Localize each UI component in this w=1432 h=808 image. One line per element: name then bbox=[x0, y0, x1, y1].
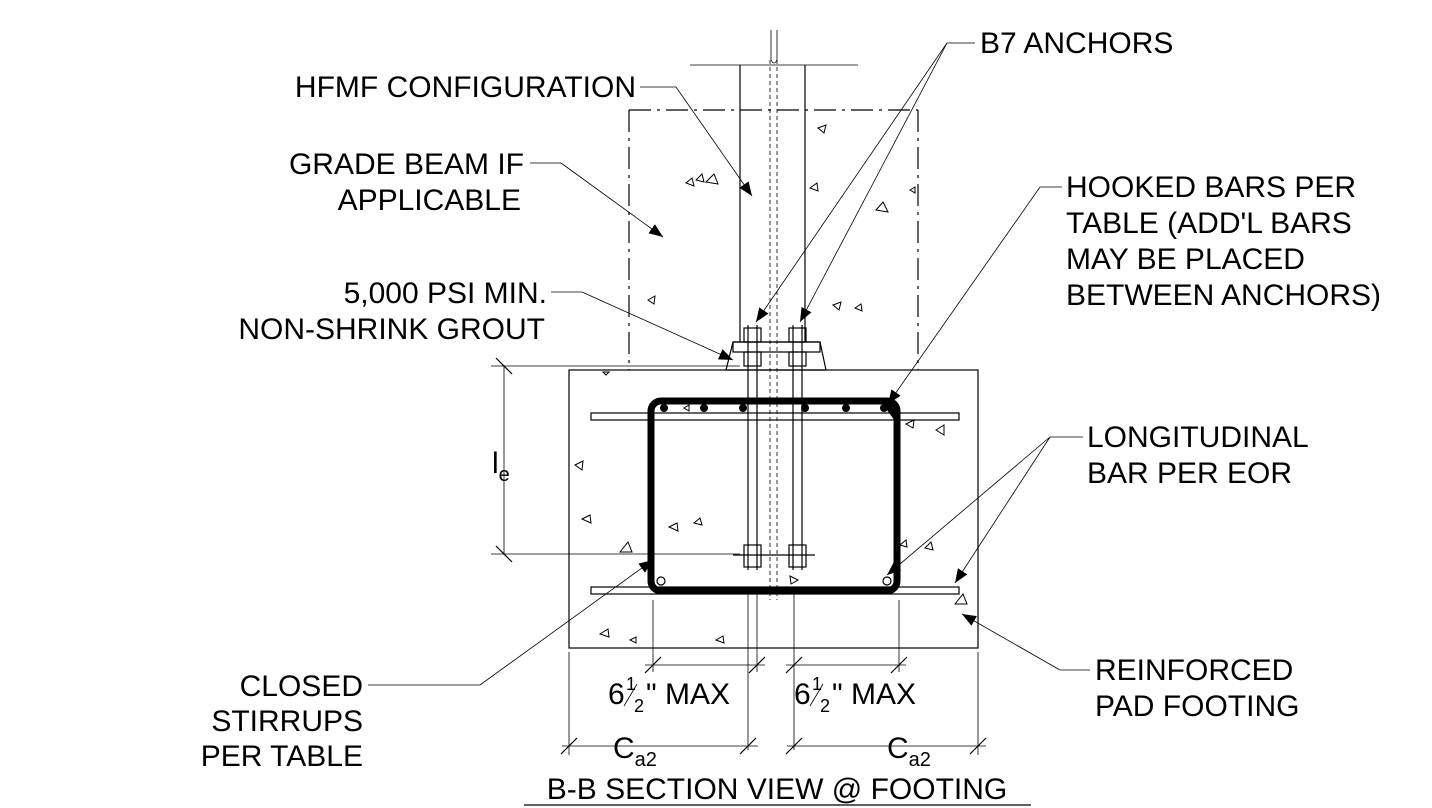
hooked-bars-label-line2: TABLE (ADD'L BARS bbox=[1066, 207, 1352, 240]
pad-footing bbox=[568, 369, 979, 649]
stirrups-label-line3: PER TABLE bbox=[201, 740, 363, 773]
longitudinal-bars bbox=[656, 404, 892, 586]
grout-pad bbox=[725, 341, 827, 371]
svg-text:6: 6 bbox=[794, 678, 811, 711]
closed-stirrup bbox=[647, 397, 901, 595]
longitudinal-label-line1: LONGITUDINAL bbox=[1087, 421, 1309, 454]
spacing-right-label: 6 1 2 " MAX bbox=[794, 674, 916, 716]
svg-text:2: 2 bbox=[820, 696, 830, 716]
grade-beam-label-line2: APPLICABLE bbox=[338, 184, 521, 217]
ca2-left-label: Ca2 bbox=[613, 732, 657, 771]
svg-text:" MAX: " MAX bbox=[646, 678, 730, 711]
hooked-bars-label-line4: BETWEEN ANCHORS) bbox=[1066, 279, 1381, 312]
spacing-dimensions bbox=[644, 590, 908, 750]
spacing-left-label: 6 1 2 " MAX bbox=[608, 674, 730, 716]
le-dimension bbox=[491, 357, 740, 563]
ca2-dimensions bbox=[560, 652, 987, 755]
section-title: B-B SECTION VIEW @ FOOTING bbox=[547, 773, 1007, 806]
longitudinal-label-line2: BAR PER EOR bbox=[1087, 457, 1292, 490]
pad-footing-label-line2: PAD FOOTING bbox=[1095, 690, 1299, 723]
ca2-right-label: Ca2 bbox=[887, 732, 931, 771]
svg-text:" MAX: " MAX bbox=[832, 678, 916, 711]
stirrups-label-line1: CLOSED bbox=[240, 670, 363, 703]
hooked-bars bbox=[590, 412, 960, 595]
svg-text:6: 6 bbox=[608, 678, 625, 711]
svg-text:2: 2 bbox=[634, 696, 644, 716]
hfmf-frame bbox=[690, 30, 858, 600]
anchor-rods bbox=[733, 325, 815, 570]
stirrups-label-line2: STIRRUPS bbox=[211, 705, 363, 738]
hfmf-config-label: HFMF CONFIGURATION bbox=[295, 71, 636, 104]
leaders bbox=[368, 42, 1090, 686]
grade-beam-label-line1: GRADE BEAM IF bbox=[289, 148, 524, 181]
svg-text:1: 1 bbox=[626, 674, 636, 694]
pad-footing-label-line1: REINFORCED bbox=[1095, 654, 1293, 687]
le-label: le bbox=[492, 447, 510, 486]
grade-beam bbox=[628, 109, 919, 370]
concrete-aggregate bbox=[574, 124, 968, 644]
hooked-bars-label-line3: MAY BE PLACED bbox=[1066, 243, 1305, 276]
grout-label-line2: NON-SHRINK GROUT bbox=[238, 313, 545, 346]
svg-text:1: 1 bbox=[812, 674, 822, 694]
b7-anchors-label: B7 ANCHORS bbox=[980, 27, 1173, 60]
hooked-bars-label-line1: HOOKED BARS PER bbox=[1066, 171, 1356, 204]
grout-label-line1: 5,000 PSI MIN. bbox=[344, 277, 547, 310]
